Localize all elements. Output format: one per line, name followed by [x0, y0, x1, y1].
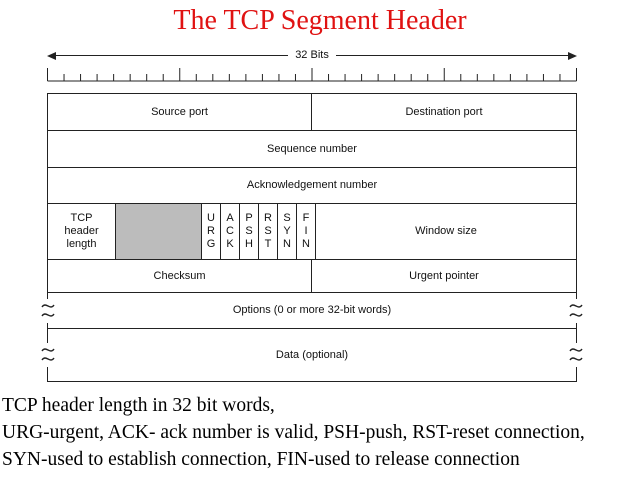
field-acknowledgement-number: Acknowledgement number: [48, 168, 576, 203]
notes: TCP header length in 32 bit words, URG-u…: [2, 392, 638, 473]
row-data: Data (optional): [40, 328, 584, 381]
flag-fin: FIN: [297, 204, 316, 259]
arrow-line: [56, 55, 289, 56]
flag-label: URG: [206, 212, 216, 250]
flag-ack: ACK: [221, 204, 240, 259]
field-label: Acknowledgement number: [246, 179, 378, 191]
flag-urg: URG: [202, 204, 221, 259]
row-checksum: Checksum Urgent pointer: [48, 259, 576, 292]
bits-width-arrow: 32 Bits: [47, 49, 578, 62]
note-line: SYN-used to establish connection, FIN-us…: [2, 449, 520, 470]
break-mark-icon: [568, 343, 584, 367]
flag-label: FIN: [302, 212, 310, 250]
field-label: Source port: [151, 105, 208, 118]
field-label: Window size: [415, 225, 477, 237]
tcp-header-table: Source port Destination port Sequence nu…: [40, 93, 584, 382]
field-options: Options (0 or more 32-bit words): [48, 293, 576, 328]
arrow-right-icon: [568, 51, 578, 60]
flag-syn: SYN: [278, 204, 297, 259]
flag-rst: RST: [259, 204, 278, 259]
field-destination-port: Destination port: [312, 94, 576, 130]
flag-label: RST: [264, 212, 272, 250]
field-label: Sequence number: [267, 142, 357, 155]
bits-label: 32 Bits: [295, 49, 329, 61]
arrow-left-icon: [47, 51, 56, 60]
field-window-size: Window size: [316, 204, 576, 259]
break-mark-icon: [40, 298, 56, 323]
field-label: Data (optional): [275, 348, 349, 361]
field-label: TCP header length: [64, 212, 99, 250]
field-urgent-pointer: Urgent pointer: [312, 260, 576, 292]
break-mark-icon: [40, 343, 56, 367]
field-tcp-header-length: TCP header length: [48, 204, 115, 259]
flag-psh: PSH: [240, 204, 259, 259]
field-data: Data (optional): [48, 329, 576, 381]
page-title: The TCP Segment Header: [173, 5, 467, 36]
field-label: Options (0 or more 32-bit words): [232, 304, 392, 316]
field-checksum: Checksum: [48, 260, 312, 292]
reserved-field: [115, 204, 202, 259]
flag-label: ACK: [226, 212, 234, 250]
field-source-port: Source port: [48, 94, 312, 130]
row-flags: TCP header length URG ACK PSH RST SYN FI…: [48, 203, 576, 259]
field-sequence-number: Sequence number: [48, 131, 576, 167]
note-line: URG-urgent, ACK- ack number is valid, PS…: [2, 422, 585, 443]
field-label: Urgent pointer: [409, 269, 479, 282]
note-line: TCP header length in 32 bit words,: [2, 395, 275, 416]
flag-label: PSH: [245, 212, 253, 250]
row-options: Options (0 or more 32-bit words): [40, 292, 584, 328]
break-mark-icon: [568, 298, 584, 323]
arrow-line: [335, 55, 569, 56]
row-ports: Source port Destination port: [48, 94, 576, 130]
field-label: Destination port: [405, 105, 483, 118]
bit-ruler: [47, 68, 577, 82]
row-sequence-number: Sequence number: [48, 130, 576, 167]
row-acknowledgement-number: Acknowledgement number: [48, 167, 576, 203]
field-label: Checksum: [153, 269, 206, 282]
flag-label: SYN: [283, 212, 291, 250]
